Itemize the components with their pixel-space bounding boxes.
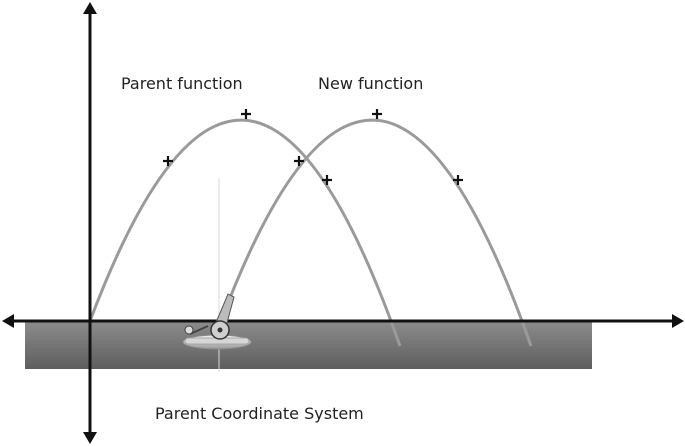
- cannon-icon: [182, 293, 252, 350]
- cross-marker-icon: [453, 175, 463, 185]
- new-function-label: New function: [318, 74, 424, 93]
- cross-marker-icon: [322, 175, 332, 185]
- x-axis: [2, 314, 684, 328]
- ground-plane: [25, 321, 592, 369]
- cross-marker-icon: [163, 156, 173, 166]
- y-axis-bottom-arrow: [83, 432, 97, 444]
- coordinate-system-label: Parent Coordinate System: [155, 404, 364, 423]
- y-axis-top-arrow: [83, 2, 97, 14]
- x-axis-right-arrow: [672, 314, 684, 328]
- new-function-curve: [219, 118, 533, 347]
- parent-function-curve: [88, 118, 402, 347]
- x-axis-left-arrow: [2, 314, 14, 328]
- cross-marker-icon: [372, 109, 382, 119]
- parent-function-label: Parent function: [121, 74, 243, 93]
- cross-marker-icon: [294, 156, 304, 166]
- y-axis: [83, 2, 97, 444]
- cross-marker-icon: [241, 109, 251, 119]
